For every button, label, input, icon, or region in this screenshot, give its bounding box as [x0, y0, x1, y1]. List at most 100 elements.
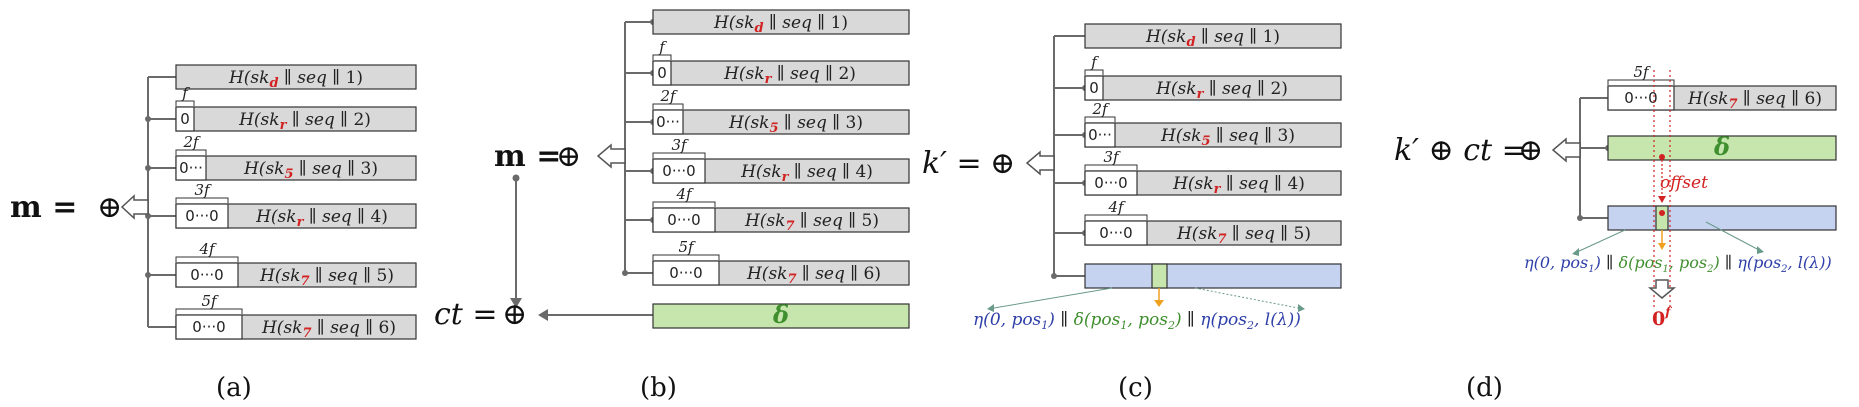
- hash-row: 2f 0··· H(sk5 ∥ seq ∥ 3): [1084, 100, 1342, 149]
- zero-pad-box: [175, 203, 229, 229]
- delta-segment-c: [1151, 263, 1168, 289]
- f-label: 2f: [182, 133, 201, 151]
- delta-label-b: δ: [772, 300, 789, 329]
- f-label: 3f: [194, 181, 212, 199]
- zero-pad-box: [175, 155, 207, 181]
- lhs-k-c: k′ =: [922, 146, 982, 181]
- zero-pad-text: 0···0: [185, 207, 218, 225]
- f-bracket: [652, 201, 716, 207]
- zero-pad-box: [652, 207, 716, 233]
- zero-pad-box: [652, 158, 706, 184]
- hash-text: H(skr ∥ seq ∥ 4): [255, 207, 388, 230]
- f-label: 3f: [1103, 148, 1121, 166]
- f-bracket: [1084, 116, 1116, 122]
- zero-pad-text: 0···0: [190, 266, 223, 284]
- hash-text: H(sk7 ∥ seq ∥ 6): [261, 318, 396, 341]
- zero-pad-text: 0: [180, 110, 190, 128]
- hash-text: H(sk7 ∥ seq ∥ 5): [744, 211, 879, 234]
- hash-bar: [175, 106, 417, 132]
- zero-pad-text: 0···0: [669, 264, 702, 282]
- zero-pad-box: [175, 262, 239, 288]
- lhs-m-b: m =: [494, 139, 561, 174]
- zero-pad-box: [175, 106, 195, 132]
- hash-text: H(skd ∥ seq ∥ 1): [228, 68, 363, 91]
- caption-d: (d): [1466, 373, 1503, 403]
- hash-bar: [652, 109, 910, 135]
- f-label: f: [181, 84, 190, 102]
- hash-row: H(skd ∥ seq ∥ 1): [1084, 23, 1342, 50]
- f-bracket: [652, 54, 672, 60]
- zero-pad-box: [652, 60, 672, 86]
- hash-text: H(skr ∥ seq ∥ 4): [740, 162, 873, 185]
- hash-text: H(skd ∥ seq ∥ 1): [713, 13, 848, 36]
- f-bracket: [1084, 164, 1138, 170]
- zero-pad-box: [175, 314, 243, 340]
- f-label: 2f: [1091, 100, 1110, 118]
- zero-pad-box: [1084, 170, 1138, 196]
- hash-bar: [652, 9, 910, 35]
- formula-d: η(0, pos1) ∥ δ(pos1, pos2) ∥ η(pos2, l(λ…: [1524, 253, 1832, 275]
- zero-pad-text: 0···0: [1099, 224, 1132, 242]
- hash-row: H(skd ∥ seq ∥ 1): [652, 9, 910, 36]
- offset-label: offset: [1660, 173, 1708, 193]
- f-bracket: [652, 254, 720, 260]
- blue-bar-d: [1607, 205, 1837, 231]
- hash-text: H(skr ∥ seq ∥ 2): [723, 64, 856, 87]
- zero-pad-box: [1084, 220, 1148, 246]
- zero-pad-text: 0···0: [662, 162, 695, 180]
- caption-c: (c): [1118, 373, 1153, 403]
- xor-symbol-c: ⊕: [990, 146, 1015, 181]
- hollow-arrow-b: [596, 143, 626, 169]
- delta-bar-b: [652, 303, 910, 329]
- hash-text: H(skr ∥ seq ∥ 2): [238, 110, 371, 133]
- hash-text: H(skr ∥ seq ∥ 4): [1172, 174, 1305, 197]
- f-label: 2f: [659, 87, 678, 105]
- hash-text: H(sk7 ∥ seq ∥ 5): [259, 266, 394, 289]
- xor-symbol-d: ⊕: [1518, 133, 1543, 168]
- caption-b: (b): [640, 373, 677, 403]
- zero-pad-text: 0···: [179, 159, 203, 177]
- blue-bar-c: [1084, 263, 1342, 289]
- zero-pad-text: 0···: [1088, 126, 1112, 144]
- hash-text: H(skr ∥ seq ∥ 2): [1155, 79, 1288, 102]
- hash-row: 2f 0··· H(sk5 ∥ seq ∥ 3): [175, 133, 417, 182]
- f-bracket: [175, 197, 229, 203]
- delta-bar-d: [1607, 135, 1837, 161]
- f-bracket: [1607, 79, 1675, 85]
- f-label: 4f: [675, 185, 694, 203]
- hash-text: H(sk5 ∥ seq ∥ 3): [243, 159, 378, 182]
- zero-pad-text: 0···0: [192, 318, 225, 336]
- hash-bar: [175, 64, 417, 90]
- hash-row: f 0 H(skr ∥ seq ∥ 2): [175, 84, 417, 133]
- f-label: f: [1090, 53, 1099, 71]
- hollow-down-arrow-d: [1647, 279, 1677, 299]
- caption-a: (a): [216, 373, 252, 403]
- hash-row: 3f 0···0 H(skr ∥ seq ∥ 4): [175, 181, 417, 230]
- f-bracket: [1084, 214, 1148, 220]
- zero-pad-box: [1607, 85, 1675, 111]
- hollow-arrow-d: [1551, 137, 1581, 163]
- hash-text: H(sk5 ∥ seq ∥ 3): [1160, 126, 1295, 149]
- hash-text: H(skd ∥ seq ∥ 1): [1145, 27, 1280, 50]
- f-bracket: [652, 152, 706, 158]
- xor-symbol-a: ⊕: [97, 190, 122, 225]
- xor-symbol-b: ⊕: [556, 139, 581, 174]
- f-label: 3f: [671, 136, 689, 154]
- hollow-arrow-a: [120, 194, 149, 220]
- hash-text: H(sk7 ∥ seq ∥ 6): [1687, 89, 1822, 112]
- hash-row: H(skd ∥ seq ∥ 1): [175, 64, 417, 91]
- hash-row: 4f 0···0 H(sk7 ∥ seq ∥ 5): [175, 240, 417, 289]
- f-label: 4f: [198, 240, 217, 258]
- lhs-m-a: m =: [10, 190, 77, 225]
- zero-pad-box: [652, 260, 720, 286]
- delta-label-d: δ: [1713, 132, 1730, 161]
- panel-a: ⊕ m = H(skd ∥ seq ∥ 1) f 0 H(skr ∥ seq ∥ 2)…: [10, 64, 417, 403]
